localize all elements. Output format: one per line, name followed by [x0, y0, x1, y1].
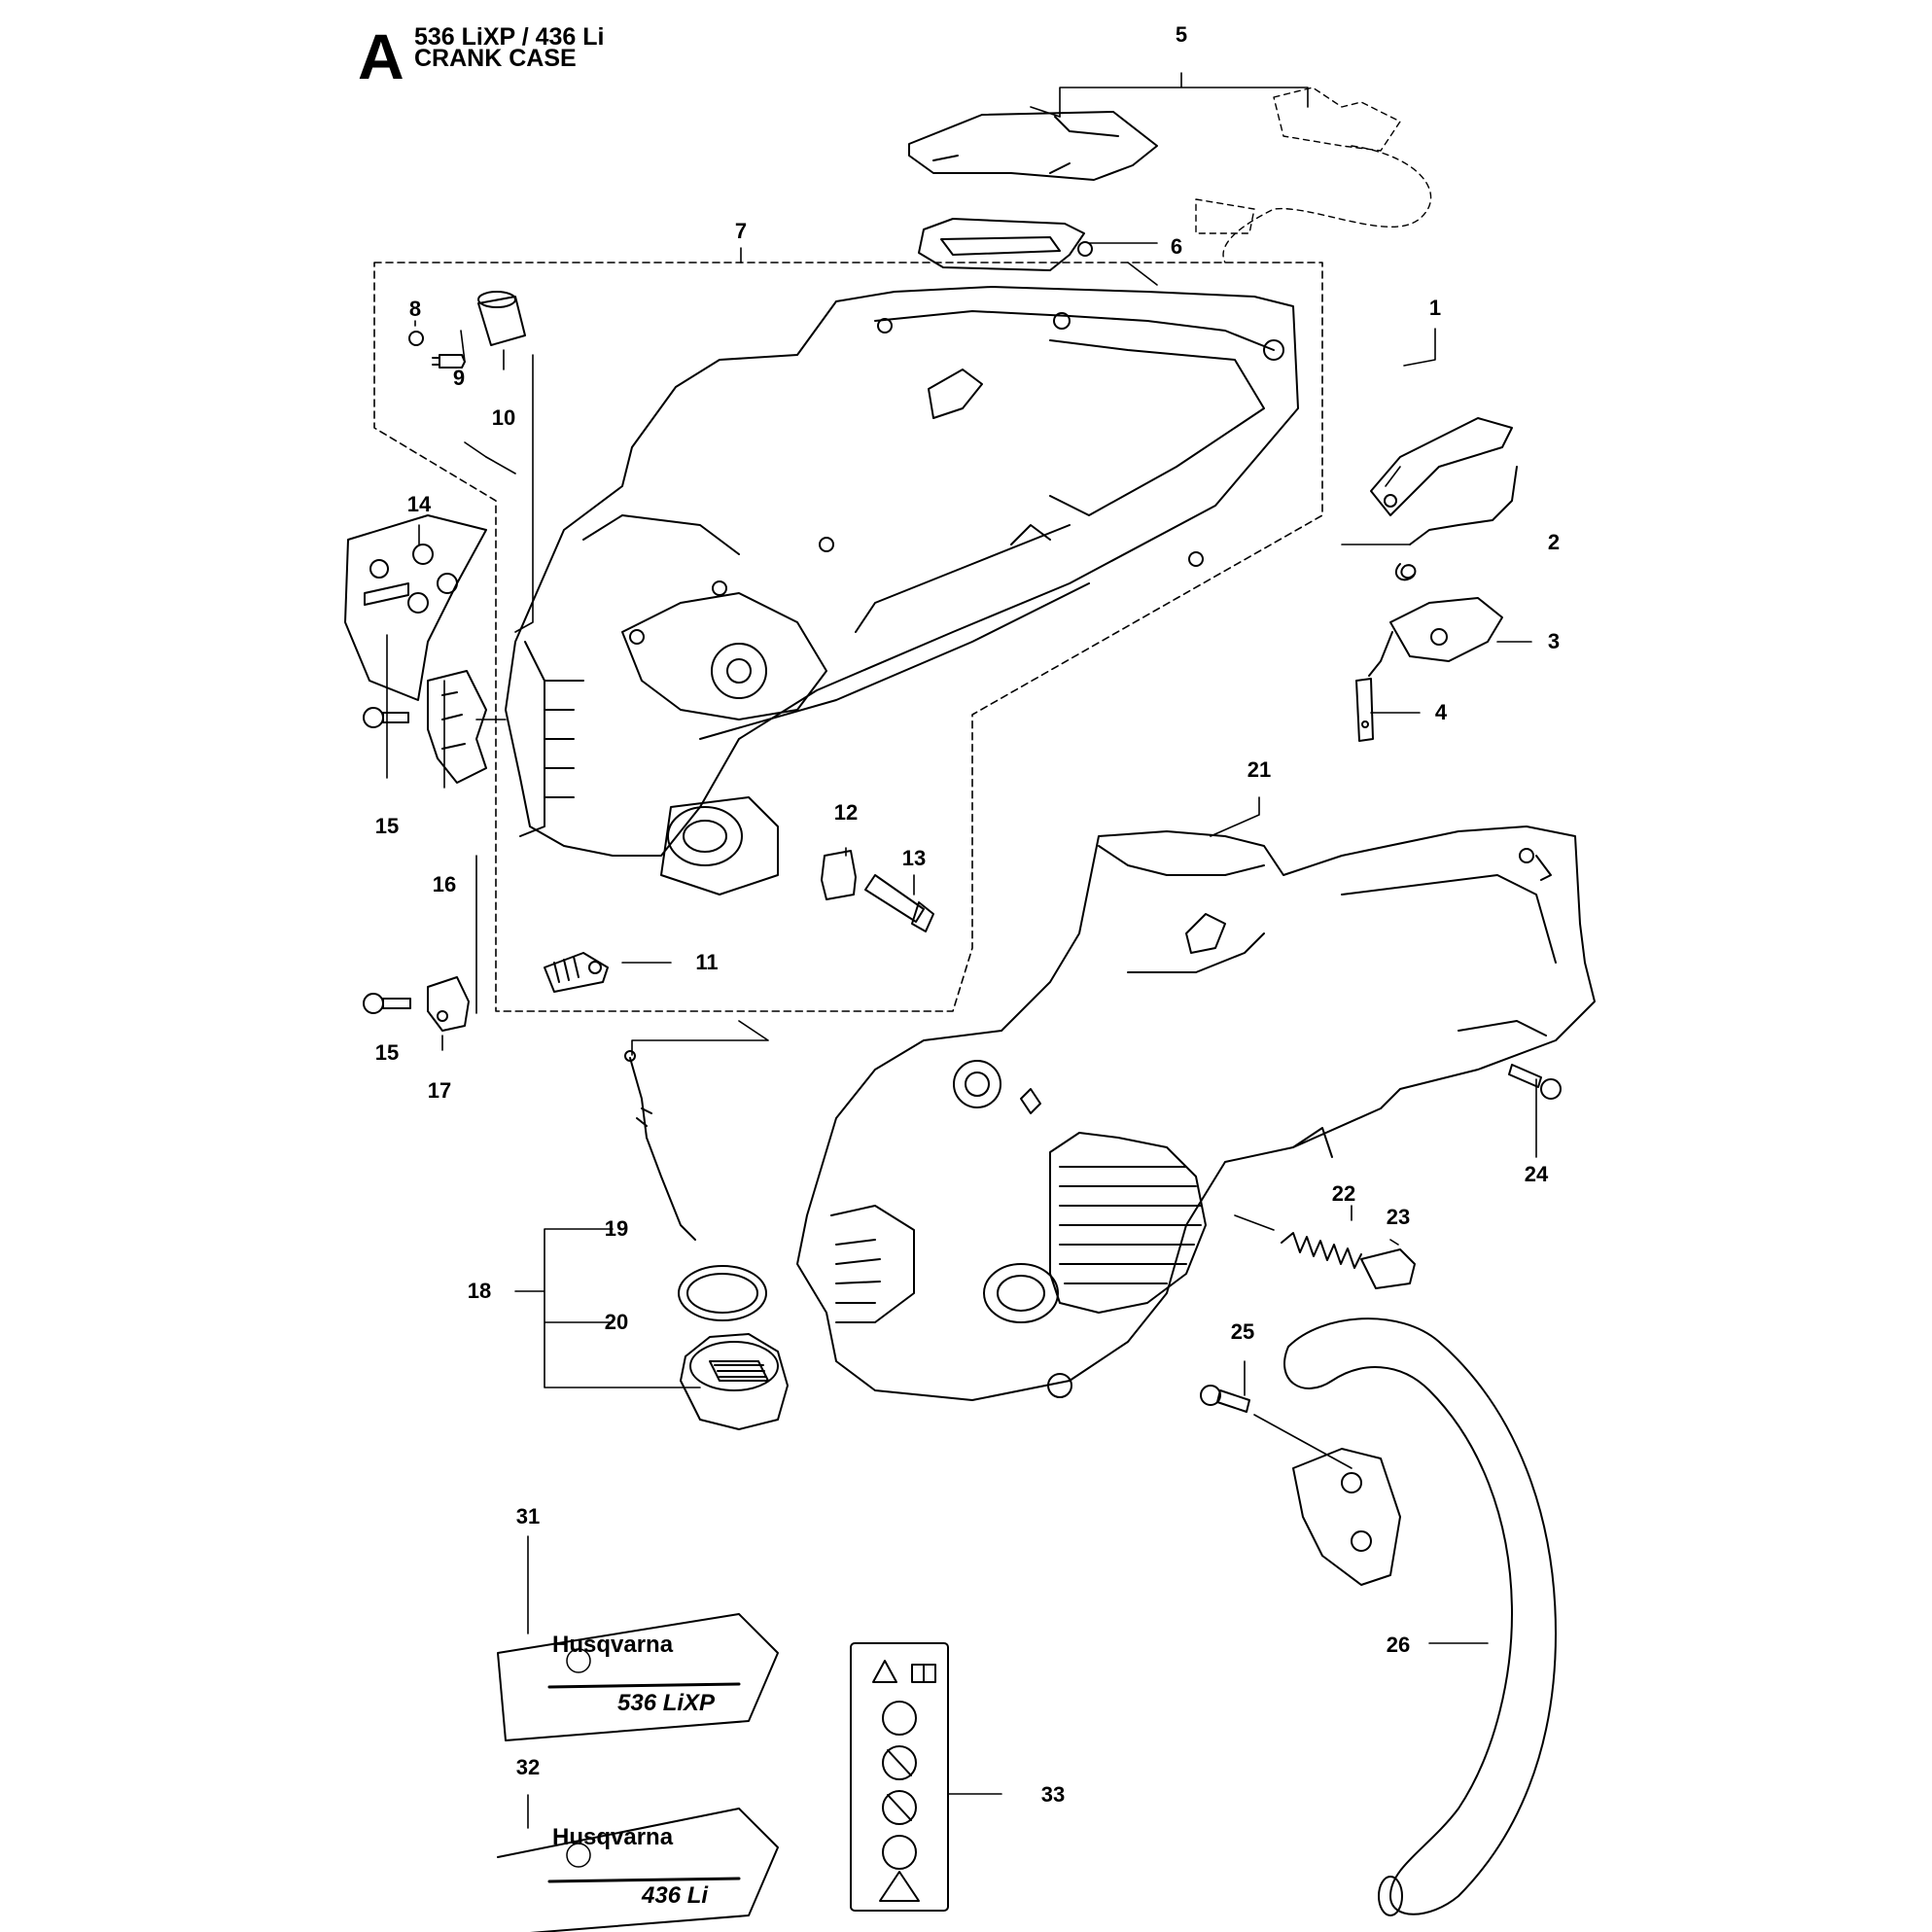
callout-22: 22 [1331, 1181, 1356, 1206]
callout-21: 21 [1247, 757, 1272, 782]
part-6-frame [918, 218, 1093, 271]
callout-23: 23 [1386, 1205, 1411, 1229]
callout-18: 18 [467, 1279, 492, 1303]
callout-32: 32 [515, 1755, 541, 1779]
callout-15-upper: 15 [374, 814, 400, 838]
part-4-rod [1355, 631, 1393, 742]
part-16-bumper [427, 670, 487, 784]
part-12-bracket [821, 850, 857, 900]
leader-lines [373, 72, 1537, 1829]
callout-15-lower: 15 [374, 1040, 400, 1065]
part-10-sleeve [477, 291, 526, 346]
callout-5: 5 [1175, 22, 1188, 47]
part-23-bumper [1360, 1248, 1416, 1289]
callout-4: 4 [1434, 700, 1448, 724]
callout-13: 13 [901, 846, 927, 870]
part-5-cable-dashed [1195, 87, 1432, 263]
callout-10: 10 [491, 405, 516, 430]
callout-19: 19 [604, 1216, 629, 1241]
part-13-bolt [864, 874, 934, 932]
part-20-seal-ring [678, 1265, 767, 1321]
part-14-plate [344, 514, 487, 701]
decal-32-brand: Husqvarna [552, 1824, 674, 1850]
callout-17: 17 [427, 1078, 452, 1103]
part-22-spring [1281, 1232, 1362, 1269]
part-9-nipple [432, 354, 466, 369]
part-8-plug [408, 331, 424, 346]
part-18-fuel-cap [680, 1333, 789, 1430]
callout-6: 6 [1170, 234, 1183, 259]
part-5-top-cover [908, 111, 1158, 181]
decal-33-safety-label [850, 1642, 949, 1912]
part-17-catcher [427, 976, 470, 1032]
callout-9: 9 [452, 366, 466, 390]
part-26-front-handle [1283, 1317, 1557, 1916]
part-25-screw [1200, 1385, 1250, 1413]
callout-16: 16 [432, 872, 457, 896]
callout-7: 7 [734, 219, 748, 243]
part-21-cover [796, 825, 1596, 1401]
callout-33: 33 [1040, 1782, 1066, 1807]
part-3-trigger [1389, 597, 1503, 662]
callout-11: 11 [695, 950, 719, 974]
decal-31-brand: Husqvarna [552, 1632, 674, 1658]
part-15-screw-lower [363, 993, 411, 1014]
callout-2: 2 [1547, 530, 1561, 554]
decal-31 [497, 1613, 779, 1741]
callout-25: 25 [1230, 1319, 1255, 1344]
callout-3: 3 [1547, 629, 1561, 653]
part-7-crank-case [505, 286, 1299, 896]
part-2-spring [1394, 466, 1518, 581]
callout-20: 20 [604, 1310, 629, 1334]
callout-24: 24 [1524, 1162, 1549, 1186]
part-15-screw-upper [363, 707, 409, 728]
decal-32-model: 436 Li [642, 1882, 709, 1909]
callout-14: 14 [406, 492, 432, 516]
callout-31: 31 [515, 1504, 541, 1528]
part-19-wire [624, 1050, 696, 1241]
part-1-lever [1370, 417, 1513, 516]
decal-31-model: 536 LiXP [617, 1690, 716, 1716]
part-24-screw [1508, 1064, 1562, 1100]
section-title: CRANK CASE [414, 45, 577, 72]
callout-12: 12 [833, 800, 859, 825]
callout-26: 26 [1386, 1633, 1411, 1657]
section-letter: A [358, 20, 404, 92]
part-11-adjuster [544, 952, 609, 993]
callout-1: 1 [1428, 296, 1442, 320]
callout-8: 8 [408, 297, 422, 321]
decal-32 [497, 1808, 779, 1932]
model-title: 536 LiXP / 436 Li [414, 23, 605, 51]
